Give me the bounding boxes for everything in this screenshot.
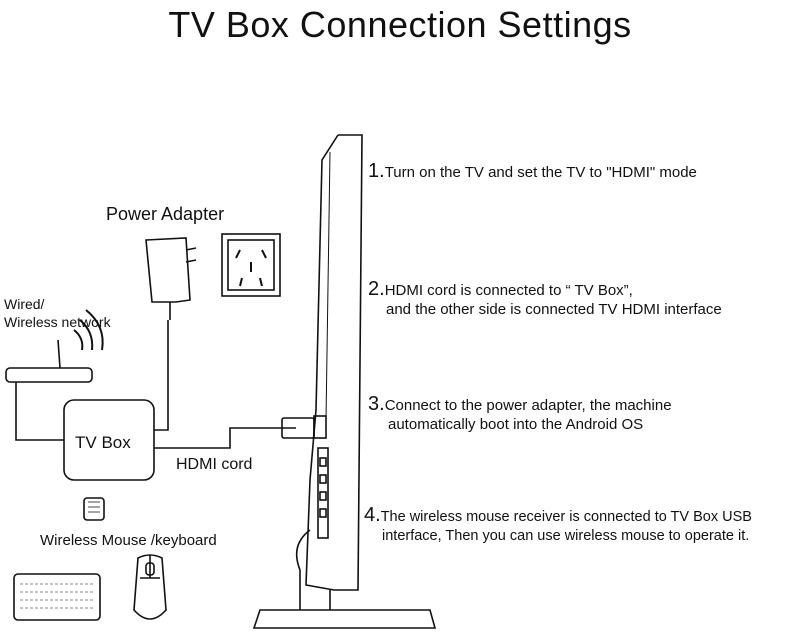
step-text: The wireless mouse receiver is connected… — [380, 509, 752, 525]
step-text: automatically boot into the Android OS — [388, 416, 644, 433]
step-text: Turn on the TV and set the TV to "HDMI" … — [384, 164, 697, 181]
step-text: HDMI cord is connected to “ TV Box”, — [384, 282, 633, 299]
step-number: 2. — [368, 278, 385, 300]
step-number: 4. — [364, 504, 381, 526]
usb-receiver-icon — [83, 497, 105, 521]
step-text: interface, Then you can use wireless mou… — [382, 528, 750, 544]
hdmi-cord-label: HDMI cord — [176, 456, 253, 473]
page-title: TV Box Connection Settings — [168, 4, 632, 45]
network-label-line1: Wired/ — [4, 296, 45, 312]
keyboard-icon — [13, 573, 101, 621]
step-2: 2.HDMI cord is connected to “ TV Box”, a… — [368, 278, 722, 319]
power-adapter-icon — [145, 237, 197, 320]
mouse-icon — [133, 554, 167, 620]
router-icon — [5, 309, 104, 383]
step-number: 3. — [368, 393, 385, 415]
step-1: 1.Turn on the TV and set the TV to "HDMI… — [368, 160, 697, 182]
mouse-keyboard-label: Wireless Mouse /keyboard — [40, 532, 217, 549]
step-text: and the other side is connected TV HDMI … — [386, 301, 722, 318]
power-adapter-label: Power Adapter — [106, 204, 225, 224]
tv-box-label: TV Box — [75, 433, 131, 452]
step-4: 4.The wireless mouse receiver is connect… — [364, 504, 752, 546]
step-number: 1. — [368, 160, 385, 182]
tv-side-profile — [252, 134, 437, 629]
network-label-line2: Wireless network — [4, 314, 111, 330]
step-text: Connect to the power adapter, the machin… — [384, 397, 672, 414]
step-3: 3.Connect to the power adapter, the mach… — [368, 393, 672, 434]
hdmi-plug — [281, 417, 315, 439]
wall-socket — [221, 233, 281, 297]
tv-box-device — [63, 399, 155, 481]
